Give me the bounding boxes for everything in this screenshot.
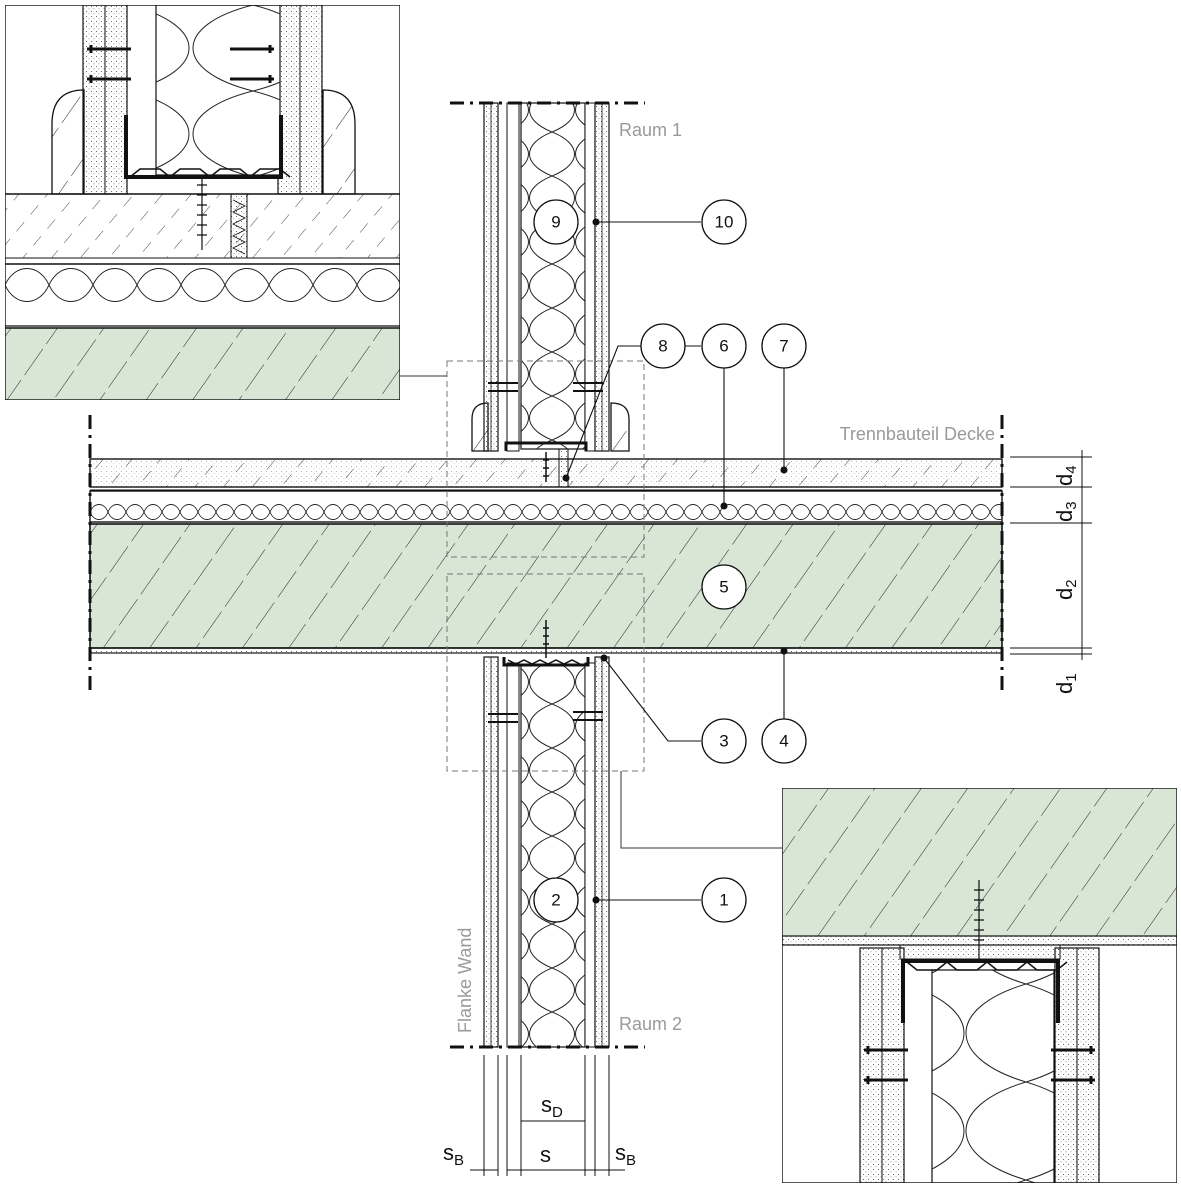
dim-label-d4: d4 (1052, 465, 1080, 486)
floor-break-lines (88, 415, 1004, 690)
svg-text:6: 6 (719, 337, 728, 356)
svg-text:d1: d1 (1052, 673, 1080, 694)
svg-text:5: 5 (719, 578, 728, 597)
callout-3: 3 (701, 718, 747, 764)
callout-6: 6 (701, 323, 747, 369)
callout-1: 1 (701, 877, 747, 923)
svg-text:8: 8 (658, 337, 667, 356)
svg-text:d3: d3 (1052, 501, 1080, 522)
svg-text:10: 10 (715, 213, 734, 232)
svg-text:7: 7 (779, 337, 788, 356)
detail-frames (446, 360, 645, 772)
svg-text:4: 4 (779, 732, 788, 751)
svg-text:3: 3 (719, 732, 728, 751)
dim-label-sB-left: sB (443, 1140, 464, 1169)
svg-text:2: 2 (551, 891, 560, 910)
callout-9: 9 (533, 199, 579, 245)
dim-label-sD: sD (541, 1092, 563, 1121)
callout-10: 10 (701, 199, 747, 245)
label-room2: Raum 2 (619, 1014, 682, 1034)
detail-leader-lines (400, 375, 782, 849)
svg-text:s: s (540, 1142, 551, 1167)
label-room1: Raum 1 (619, 120, 682, 140)
svg-text:d4: d4 (1052, 465, 1080, 486)
upper-wall (471, 102, 630, 488)
svg-text:d2: d2 (1052, 579, 1080, 600)
dim-label-d1: d1 (1052, 673, 1080, 694)
svg-text:sD: sD (541, 1092, 563, 1121)
dim-label-d3: d3 (1052, 501, 1080, 522)
dim-label-d2: d2 (1052, 579, 1080, 600)
dim-label-sB-right: sB (615, 1140, 636, 1169)
detail-upper-junction (5, 5, 400, 400)
callout-2: 2 (533, 877, 579, 923)
callout-4: 4 (761, 718, 807, 764)
vertical-dimensions (1010, 450, 1092, 660)
label-flank-wall: Flanke Wand (455, 928, 475, 1033)
dim-label-s: s (540, 1142, 551, 1167)
callout-5: 5 (701, 564, 747, 610)
horizontal-dimensions (470, 1055, 625, 1176)
svg-text:1: 1 (719, 891, 728, 910)
lower-wall (483, 620, 610, 1048)
detail-lower-junction (782, 788, 1177, 1183)
svg-text:sB: sB (615, 1140, 636, 1169)
svg-text:sB: sB (443, 1140, 464, 1169)
label-separating-element: Trennbauteil Decke (840, 424, 995, 444)
svg-text:9: 9 (551, 213, 560, 232)
callout-7: 7 (761, 323, 807, 369)
callout-8: 8 (640, 323, 686, 369)
